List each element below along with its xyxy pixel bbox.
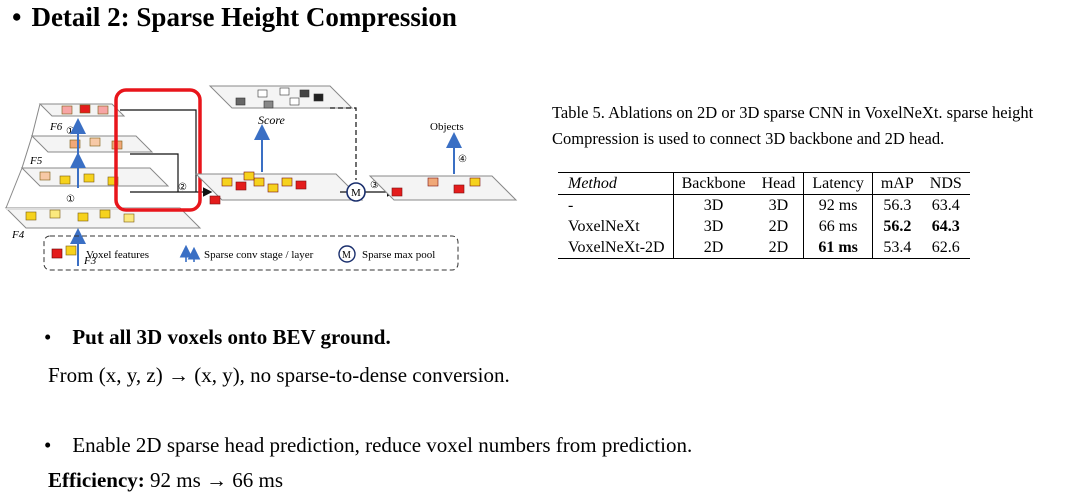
label-f5: F5 <box>29 155 43 167</box>
score-plane <box>208 85 354 109</box>
col-head: Head <box>753 172 804 195</box>
bullet-bev: • Put all 3D voxels onto BEV ground. <box>44 325 391 350</box>
cell-head: 2D <box>768 238 789 256</box>
legend-yellow-voxel-icon <box>65 245 77 256</box>
bev-voxels <box>209 171 307 205</box>
architecture-diagram: F6 F5 F4 F3 ① ① ② Score <box>4 85 518 271</box>
cell-map: 56.2 <box>871 216 922 237</box>
routing-lines <box>120 109 213 197</box>
col-latency: Latency <box>803 172 873 195</box>
bullet-head-dot: • <box>44 433 52 457</box>
cell-head: 3D <box>768 196 789 214</box>
maxpool-node <box>346 182 366 202</box>
cell-latency: 61 ms <box>803 237 873 259</box>
efficiency-line: Efficiency: 92 ms → 66 ms <box>48 468 283 493</box>
cell-nds: 62.6 <box>931 238 960 256</box>
table-row: VoxelNeXt-2D 2D 2D 61 ms 53.4 62.6 <box>558 237 970 259</box>
cell-backbone: 2D <box>672 237 754 259</box>
legend-conv-icon <box>179 244 201 262</box>
col-map: mAP <box>871 172 922 195</box>
slide-title: • Detail 2: Sparse Height Compression <box>12 2 457 33</box>
step-4: ④ <box>458 154 467 165</box>
bullet-head-text: Enable 2D sparse head prediction, reduce… <box>72 433 693 457</box>
highlight-box <box>114 88 202 212</box>
bullet-bev-dot: • <box>44 325 52 349</box>
bev-subtext: From (x, y, z) → (x, y), no sparse-to-de… <box>48 363 510 387</box>
backbone-stack <box>4 103 202 229</box>
ablation-table: Method Backbone Head Latency mAP NDS - 3… <box>558 172 970 259</box>
cell-method: - <box>568 196 574 214</box>
plane-f5 <box>20 167 170 187</box>
score-voxels <box>235 87 324 109</box>
label-f3: F3 <box>83 255 97 267</box>
label-f4: F4 <box>11 229 25 241</box>
maxpool-m: M <box>351 187 361 199</box>
cell-map: 56.3 <box>871 194 922 216</box>
legend-voxel: Voxel features <box>86 249 149 261</box>
legend-maxpool-icon <box>338 245 356 263</box>
cell-backbone: 3D <box>672 194 754 216</box>
cell-nds: 64.3 <box>931 217 960 235</box>
bullet-bev-text: Put all 3D voxels onto BEV ground. <box>72 325 391 349</box>
table-header-row: Method Backbone Head Latency mAP NDS <box>558 172 970 195</box>
dashed-path <box>330 107 357 180</box>
step-3: ③ <box>370 180 379 191</box>
step-1a: ① <box>66 126 75 137</box>
bullet-head: • Enable 2D sparse head prediction, redu… <box>44 433 692 458</box>
efficiency-label: Efficiency: <box>48 468 145 492</box>
object-voxels <box>391 177 481 197</box>
label-score: Score <box>258 113 286 127</box>
label-f6: F6 <box>49 121 63 133</box>
legend-pool: Sparse max pool <box>362 249 435 261</box>
step-2a: ② <box>178 182 187 193</box>
col-method: Method <box>558 172 674 195</box>
efficiency-value: 92 ms → 66 ms <box>144 468 284 492</box>
cell-method: VoxelNeXt <box>568 217 640 235</box>
cell-method: VoxelNeXt-2D <box>568 238 665 256</box>
legend-box <box>43 235 459 271</box>
legend-red-voxel-icon <box>51 248 63 259</box>
col-backbone: Backbone <box>672 172 754 195</box>
legend-conv: Sparse conv stage / layer <box>204 249 314 261</box>
table-row: VoxelNeXt 3D 2D 66 ms 56.2 64.3 <box>558 216 970 237</box>
title-text: Detail 2: Sparse Height Compression <box>31 2 457 32</box>
step-1b: ① <box>66 194 75 205</box>
bev-plane <box>194 173 364 201</box>
legend-m: M <box>342 250 351 261</box>
cell-head: 2D <box>768 217 789 235</box>
label-objects: Objects <box>430 121 464 133</box>
col-nds: NDS <box>921 172 970 195</box>
cell-latency: 92 ms <box>803 194 873 216</box>
cell-latency: 66 ms <box>803 216 873 237</box>
cell-map: 53.4 <box>871 237 922 259</box>
cell-nds: 63.4 <box>931 196 960 214</box>
cell-backbone: 3D <box>672 216 754 237</box>
table-caption: Table 5. Ablations on 2D or 3D sparse CN… <box>552 103 1034 148</box>
title-bullet: • <box>12 2 22 32</box>
table-row: - 3D 3D 92 ms 56.3 63.4 <box>558 194 970 216</box>
